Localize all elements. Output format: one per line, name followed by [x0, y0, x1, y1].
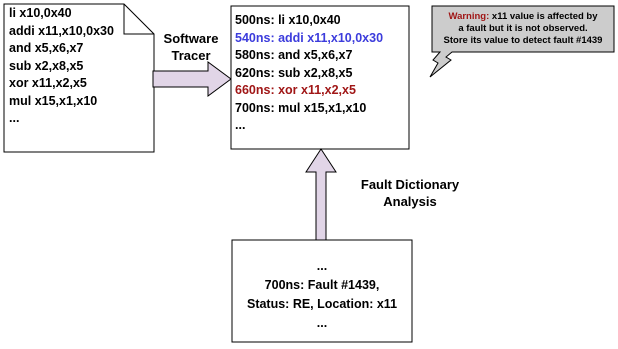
trace-line-ellipsis: ...: [235, 118, 246, 132]
warning-line-2: a fault but it is not observed.: [458, 23, 588, 34]
warning-callout: [429, 5, 615, 78]
analysis-label-line2: Analysis: [383, 194, 437, 209]
fault-report-line-1: ...: [316, 259, 328, 273]
trace-line-5: 660ns: xor x11,x2,x5: [235, 83, 356, 97]
warning-line-1: Warning: x11 value is affected by: [432, 11, 614, 23]
warning-label: Warning:: [448, 11, 490, 22]
trace-line-1: 500ns: li x10,0x40: [235, 13, 341, 27]
source-program-document: [3, 3, 155, 153]
source-line-2: addi x11,x10,0x30: [9, 23, 114, 38]
trace-listing: 500ns: li x10,0x40 540ns: addi x11,x10,0…: [235, 12, 383, 135]
fault-report-line-4: ...: [316, 316, 328, 330]
fault-report-text: ... 700ns: Fault #1439, Status: RE, Loca…: [232, 257, 412, 333]
fault-report-box: [231, 239, 413, 343]
source-line-6: mul x15,x1,x10: [9, 93, 98, 108]
source-line-3: and x5,x6,x7: [9, 41, 84, 55]
source-line-1: li x10,0x40: [9, 6, 72, 20]
source-line-5: xor x11,x2,x5: [9, 76, 87, 90]
trace-line-4: 620ns: sub x2,x8,x5: [235, 65, 353, 80]
source-line-ellipsis: ...: [9, 111, 20, 125]
document-fold-corner: [123, 4, 154, 35]
software-tracer-label-line2: Tracer: [171, 48, 211, 63]
trace-line-6: 700ns: mul x15,x1,x10: [235, 100, 367, 115]
source-line-4: sub x2,x8,x5: [9, 58, 84, 73]
source-program-code: li x10,0x40 addi x11,x10,0x30 and x5,x6,…: [9, 5, 114, 128]
warning-text: Warning: x11 value is affected by a faul…: [432, 11, 614, 47]
analysis-arrow: [305, 148, 337, 241]
warning-line-1-rest: x11 value is affected by: [489, 11, 598, 22]
trace-line-2: 540ns: addi x11,x10,0x30: [235, 30, 384, 45]
trace-line-3: 580ns: and x5,x6,x7: [235, 48, 353, 62]
analysis-label-line1: Fault Dictionary: [360, 177, 460, 192]
warning-line-3: Store its value to detect fault #1439: [443, 35, 603, 46]
fault-report-line-2: 700ns: Fault #1439,: [264, 278, 380, 292]
trace-box: [230, 5, 410, 150]
software-tracer-label-line1: Software: [163, 31, 219, 46]
fault-report-line-3: Status: RE, Location: x11: [246, 297, 398, 311]
software-tracer-label: Software Tracer: [150, 30, 232, 64]
fault-dictionary-analysis-label: Fault Dictionary Analysis: [340, 176, 480, 210]
tracer-arrow: [152, 61, 232, 97]
